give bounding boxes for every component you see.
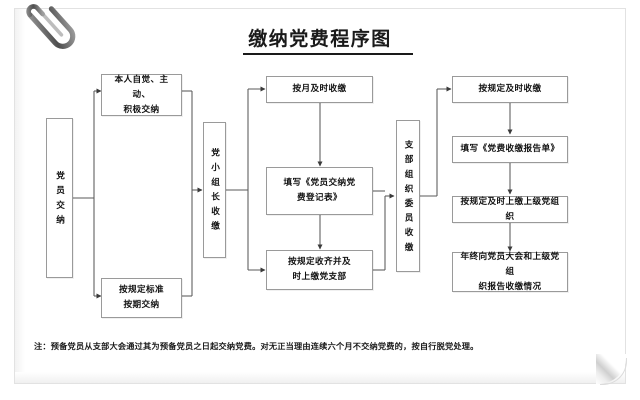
flow-node-fill-register[interactable]: 填写《党员交纳党 费登记表》	[266, 167, 373, 215]
page-title: 缴纳党费程序图	[248, 28, 392, 50]
flow-node-label: 按规定标准 按期交纳	[119, 285, 164, 310]
flow-node-label: 支部组织委员收缴	[403, 139, 413, 257]
flow-node-label: 按规定收齐并及 时上缴党支部	[288, 257, 351, 282]
flow-node-label: 本人自觉、主动、 积极交纳	[114, 74, 169, 115]
flow-node-label: 年终向党员大会和上级党组 织报告收缴情况	[460, 251, 560, 292]
title-underline	[243, 53, 413, 55]
flow-node-timely-collection[interactable]: 按规定及时收缴	[452, 76, 568, 103]
footnote-text: 注：预备党员从支部大会通过其为预备党员之日起交纳党费。对无正当理由连续六个月不交…	[34, 341, 479, 351]
flow-node-standard-payment[interactable]: 按规定标准 按期交纳	[101, 278, 182, 318]
flow-node-member-payment[interactable]: 党员交纳	[46, 118, 73, 278]
flow-node-label: 按月及时收缴	[292, 84, 347, 94]
flow-node-year-end-report[interactable]: 年终向党员大会和上级党组 织报告收缴情况	[452, 252, 568, 292]
flow-node-report-form[interactable]: 填写《党费收缴报告单》	[452, 136, 568, 163]
flow-node-label: 按规定及时收缴	[478, 84, 542, 94]
page-shadow-bottom	[15, 372, 625, 383]
flow-node-voluntary-payment[interactable]: 本人自觉、主动、 积极交纳	[101, 74, 182, 116]
paperclip-icon	[26, 4, 76, 49]
flow-node-label: 填写《党员交纳党 费登记表》	[283, 178, 356, 203]
flow-node-label: 党小组长收缴	[209, 148, 220, 236]
flow-node-label: 党员交纳	[54, 170, 65, 230]
flow-node-monthly-collection[interactable]: 按月及时收缴	[266, 76, 373, 103]
flow-node-remit-upper-org[interactable]: 按规定及时上缴上级党组织	[452, 196, 568, 223]
flow-node-label: 填写《党费收缴报告单》	[460, 144, 560, 154]
flow-node-branch-officer-collection[interactable]: 支部组织委员收缴	[396, 120, 420, 272]
flow-node-label: 按规定及时上缴上级党组织	[460, 196, 560, 222]
page-shadow-left	[15, 9, 25, 383]
flow-node-remit-to-branch[interactable]: 按规定收齐并及 时上缴党支部	[266, 250, 373, 290]
flow-node-group-leader-collection[interactable]: 党小组长收缴	[203, 122, 226, 258]
